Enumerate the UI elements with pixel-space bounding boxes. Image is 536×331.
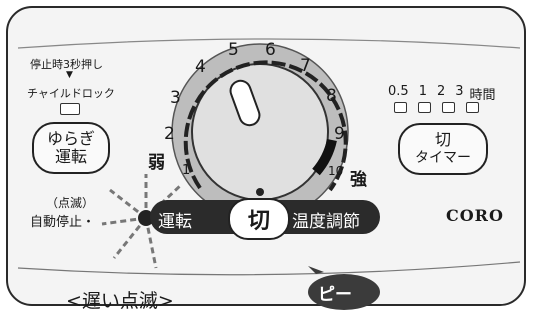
weak-label: 弱 (148, 153, 165, 173)
brand-logo: CORO (446, 206, 504, 225)
timer-label-1: 1 (418, 84, 427, 99)
timer-leds (394, 102, 479, 113)
timer-button-label-2: タイマー (415, 150, 471, 166)
arrow-down-icon: ▼ (66, 70, 73, 80)
timer-unit: 時間 (469, 88, 496, 103)
slow-blink-caption: <遅い点滅> (66, 290, 174, 312)
dial-number-8: 8 (326, 86, 337, 106)
timer-label-3: 3 (455, 84, 464, 99)
dial-number-5: 5 (228, 40, 239, 60)
timer-button[interactable]: 切 タイマー (398, 123, 488, 175)
dial-number-9: 9 (334, 124, 345, 144)
yuragi-label-2: 運転 (54, 147, 87, 166)
dial-number-1: 1 (182, 163, 191, 178)
dial-number-4: 4 (195, 57, 206, 77)
strong-label: 強 (350, 170, 367, 190)
auto-stop-label: 自動停止・ (30, 215, 96, 230)
yuragi-label-1: ゆらぎ (46, 129, 95, 148)
temperature-dial[interactable] (130, 20, 390, 200)
dial-number-7: 7 (300, 56, 311, 76)
speech-bubble-icon (308, 266, 380, 310)
off-button[interactable]: 切 (228, 198, 290, 240)
dial-number-3: 3 (170, 88, 181, 108)
off-button-label: 切 (247, 209, 270, 234)
child-lock-label: チャイルドロック (27, 87, 115, 100)
timer-led-1 (418, 102, 431, 113)
timer-led-3 (466, 102, 479, 113)
timer-label-2: 2 (436, 84, 446, 99)
timer-labels: 0.5 1 2 3 時間 (388, 84, 496, 103)
beep-text: ピー (318, 285, 352, 305)
lock-note: 停止時3秒押し (30, 58, 103, 71)
timer-led-05 (394, 102, 407, 113)
blink-note: （点滅） (46, 196, 95, 210)
dial-number-6: 6 (265, 40, 276, 60)
yuragi-button[interactable]: ゆらぎ 運転 (32, 122, 110, 174)
timer-label-05: 0.5 (388, 84, 409, 99)
run-label: 運転 (158, 212, 192, 232)
child-lock-indicator (60, 103, 80, 115)
dial-number-2: 2 (164, 124, 175, 144)
dial-number-10: 10 (328, 164, 344, 178)
timer-button-label-1: 切 (434, 130, 451, 149)
timer-led-2 (442, 102, 455, 113)
temp-control-label: 温度調節 (292, 212, 360, 232)
